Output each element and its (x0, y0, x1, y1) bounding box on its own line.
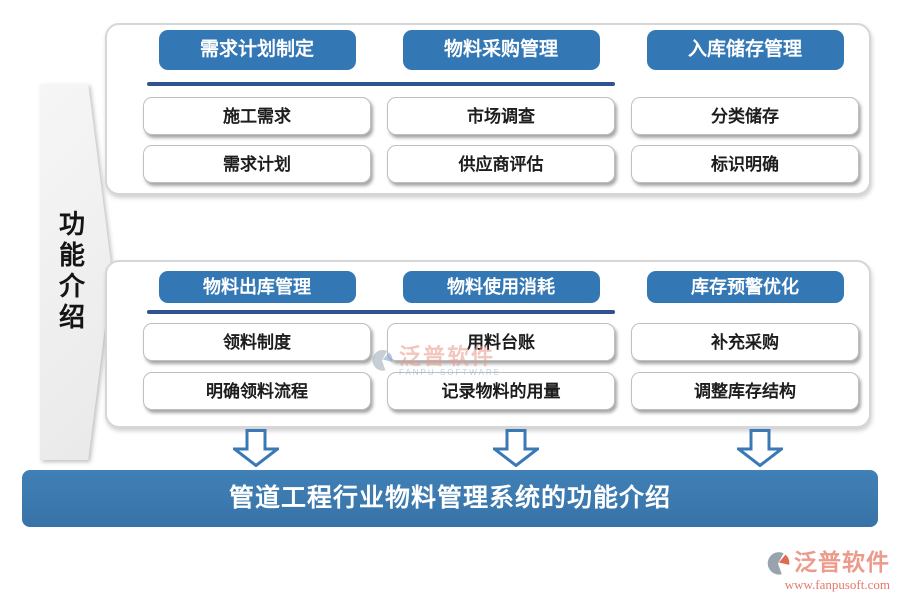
column-inventory-alert: 库存预警优化 补充采购 调整库存结构 (631, 262, 859, 426)
down-arrow-icon (233, 429, 279, 467)
bottom-function-panel: 物料出库管理 领料制度 明确领料流程 物料使用消耗 用料台账 记录物料的用量 库… (105, 260, 871, 428)
vendor-logo-name: 泛普软件 (794, 550, 890, 575)
group-item: 调整库存结构 (631, 372, 859, 410)
column-outbound: 物料出库管理 领料制度 明确领料流程 (143, 262, 371, 426)
group-header: 库存预警优化 (646, 271, 844, 303)
group-header: 物料使用消耗 (402, 271, 600, 303)
group-item: 市场调查 (387, 97, 615, 135)
column-procurement: 物料采购管理 市场调查 供应商评估 (387, 25, 615, 193)
group-item: 明确领料流程 (143, 372, 371, 410)
header-underline (147, 82, 615, 86)
side-label-shape: 功能介绍 (40, 84, 112, 460)
group-item: 领料制度 (143, 323, 371, 361)
group-item: 分类储存 (631, 97, 859, 135)
banner-title: 管道工程行业物料管理系统的功能介绍 (22, 470, 878, 527)
top-function-panel: 需求计划制定 施工需求 需求计划 物料采购管理 市场调查 供应商评估 入库储存管… (105, 23, 871, 195)
column-demand-planning: 需求计划制定 施工需求 需求计划 (143, 25, 371, 193)
vendor-logo: 泛普软件 www.fanpusoft.com (750, 548, 890, 593)
group-item: 用料台账 (387, 323, 615, 361)
group-item: 记录物料的用量 (387, 372, 615, 410)
header-underline (147, 310, 615, 314)
down-arrow-icon (493, 429, 539, 467)
group-item: 标识明确 (631, 145, 859, 183)
vendor-logo-url: www.fanpusoft.com (784, 577, 890, 592)
group-item: 补充采购 (631, 323, 859, 361)
group-item: 施工需求 (143, 97, 371, 135)
column-warehousing: 入库储存管理 分类储存 标识明确 (631, 25, 859, 193)
group-header: 需求计划制定 (158, 30, 356, 70)
group-header: 物料出库管理 (158, 271, 356, 303)
column-consumption: 物料使用消耗 用料台账 记录物料的用量 (387, 262, 615, 426)
side-label-arrow: 功能介绍 (20, 42, 112, 460)
group-header: 物料采购管理 (402, 30, 600, 70)
group-header: 入库储存管理 (646, 30, 844, 70)
down-arrow-icon (737, 429, 783, 467)
side-label-text: 功能介绍 (55, 210, 85, 334)
group-item: 供应商评估 (387, 145, 615, 183)
vendor-logo-icon (767, 552, 790, 575)
group-item: 需求计划 (143, 145, 371, 183)
